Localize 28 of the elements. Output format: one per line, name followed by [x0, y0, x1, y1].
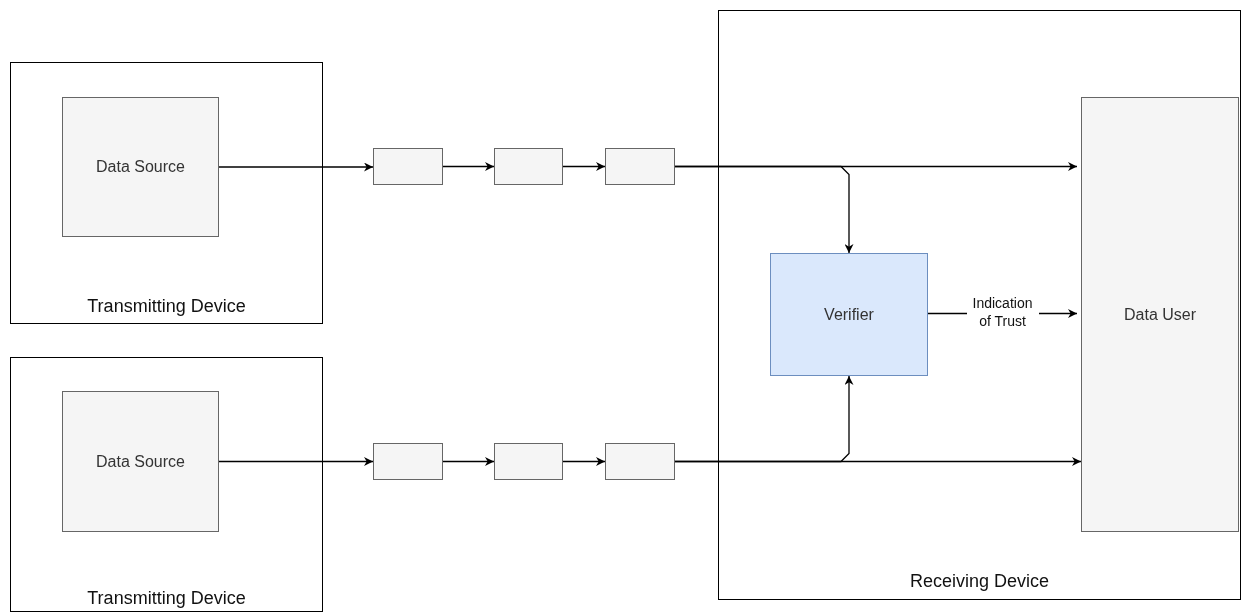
device-label: Transmitting Device — [86, 588, 247, 609]
data-packet-box — [605, 443, 675, 480]
device-label: Transmitting Device — [86, 296, 247, 317]
data-packet-box — [605, 148, 675, 185]
data-packet-box — [373, 148, 443, 185]
device-label: Receiving Device — [908, 571, 1051, 592]
box-label: Data Source — [96, 452, 185, 471]
box-label: Verifier — [824, 305, 874, 324]
device-frame — [10, 62, 323, 324]
data-packet-box — [494, 148, 563, 185]
arrow — [218, 162, 374, 172]
box-label: Data Source — [96, 158, 185, 176]
device-frame — [718, 10, 1241, 600]
arrow — [218, 457, 374, 466]
data-packet-box — [373, 443, 443, 480]
process-box — [62, 97, 219, 237]
box-label: Data User — [1124, 305, 1196, 324]
arrow — [562, 162, 606, 171]
arrow — [562, 457, 606, 466]
data-packet-box — [494, 443, 563, 480]
arrow — [674, 375, 854, 463]
arrow — [442, 162, 495, 171]
arrow — [442, 457, 495, 466]
process-box — [770, 253, 928, 376]
arrow — [674, 165, 854, 254]
process-box — [1081, 97, 1239, 532]
device-frame — [10, 357, 323, 612]
process-box — [62, 391, 219, 532]
